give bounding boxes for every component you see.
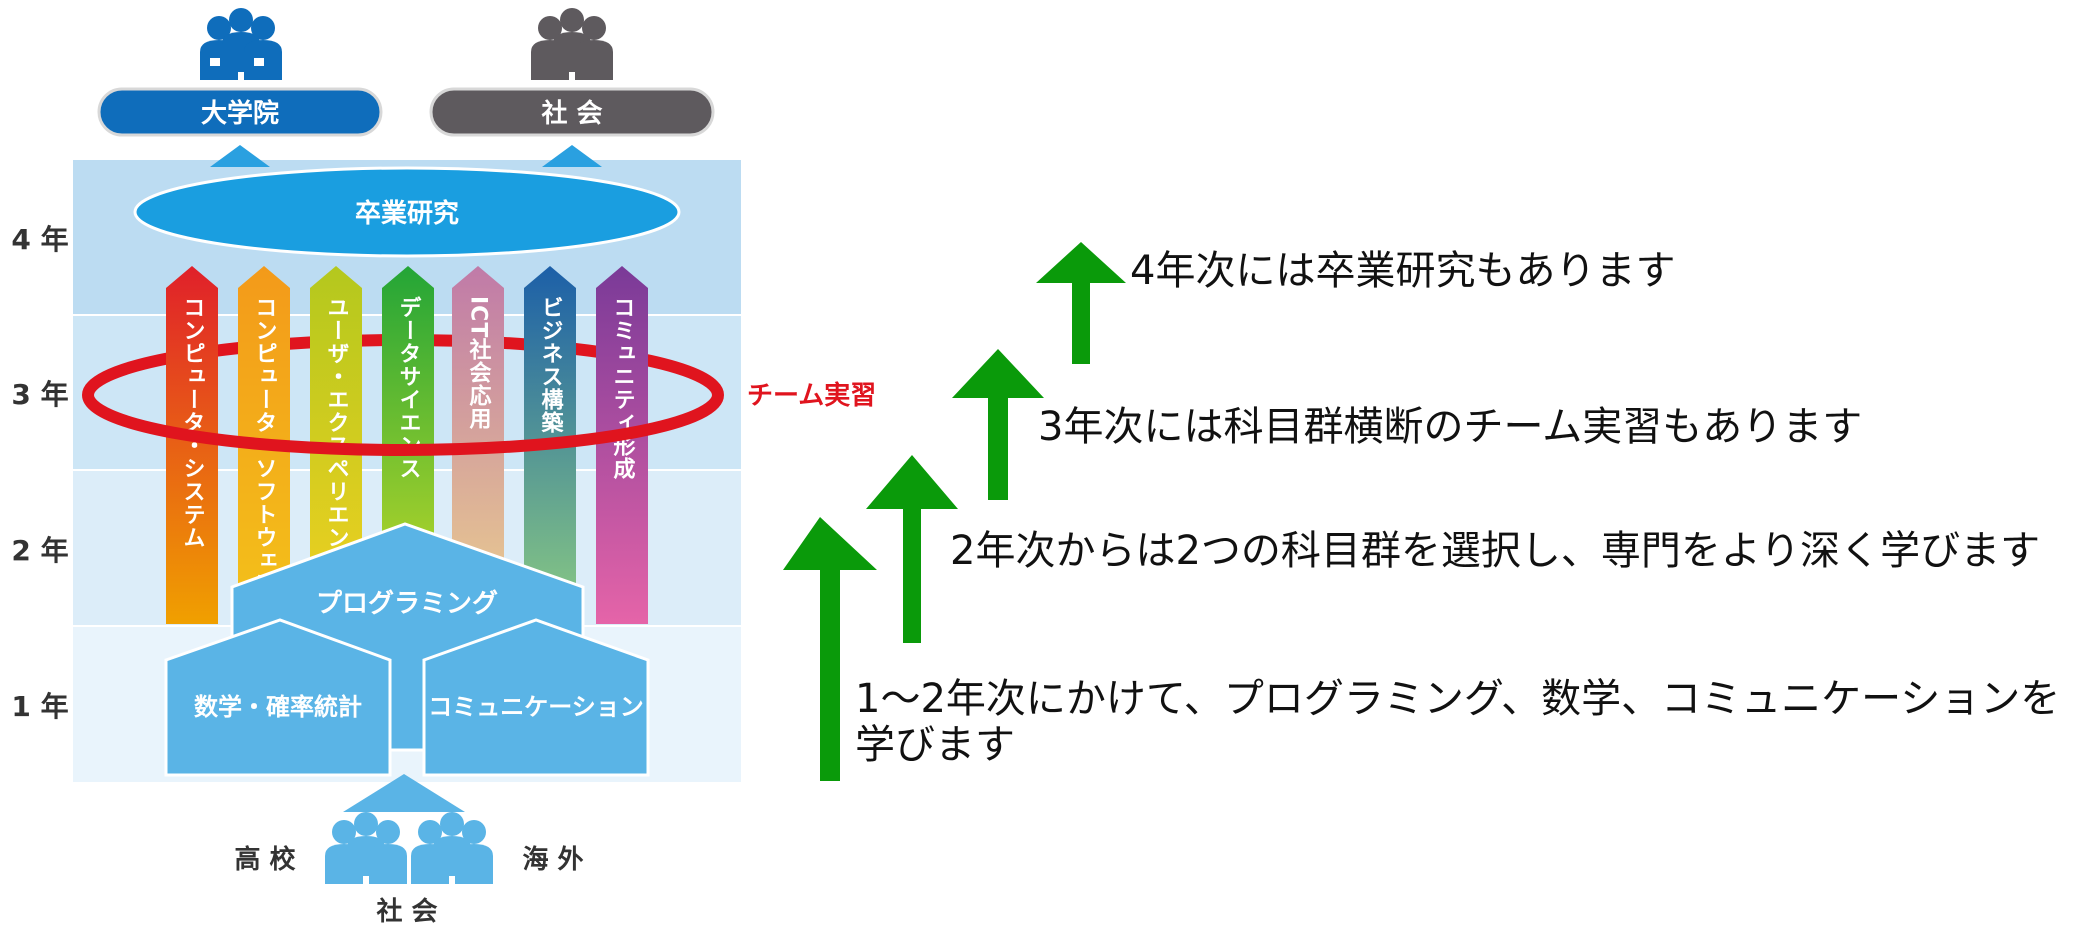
society-output-pill (429, 87, 715, 137)
people-icon-society-output (531, 8, 613, 80)
team-practice-ring-front (82, 394, 724, 456)
up-triangle-bottom (343, 774, 465, 812)
math-label: 数学・確率統計 (194, 693, 362, 721)
year-label-3: 3 年 (11, 378, 68, 411)
green-arrow-up-icon (952, 349, 1044, 500)
society-output-label: 社 会 (541, 98, 602, 129)
subject-group-label: コンピュータ・システム (180, 296, 205, 549)
input-high-school-label: 高 校 (234, 844, 296, 875)
communication-house (422, 618, 650, 777)
year-label-1: 1 年 (11, 690, 68, 723)
team-practice-label: チーム実習 (747, 380, 876, 411)
programming-label: プログラミング (316, 589, 498, 619)
graduation-research-ellipse (133, 166, 681, 258)
caption-year-4: 4年次には卒業研究もあります (1130, 248, 1676, 294)
communication-label: コミュニケーション (428, 693, 644, 721)
year-label-2: 2 年 (11, 534, 68, 567)
people-icon-graduate-school (200, 8, 282, 80)
input-society-label: 社 会 (376, 896, 437, 927)
graduate-school-pill (97, 87, 383, 137)
graduate-school-label: 大学院 (201, 98, 279, 129)
caption-year-2: 2年次からは2つの科目群を選択し、専門をより深く学びます (950, 528, 2041, 574)
green-arrow-up-icon (1036, 242, 1126, 364)
green-arrow-up-icon (783, 517, 877, 781)
input-overseas-label: 海 外 (522, 845, 583, 875)
caption-year-1: 1～2年次にかけて、プログラミング、数学、コミュニケーションを学びます (855, 676, 2061, 768)
caption-year-3: 3年次には科目群横断のチーム実習もあります (1038, 404, 1863, 450)
subject-group-column: コミュニティ形成 (596, 266, 648, 624)
up-triangle-left (210, 145, 270, 167)
green-arrow-up-icon (866, 455, 958, 643)
subject-group-column: コンピュータ・システム (166, 266, 218, 624)
subject-group-label: ユーザ・エクスペリエンス (324, 296, 350, 572)
math-house (164, 618, 392, 777)
up-triangle-right (542, 145, 602, 167)
year-label-4: 4 年 (11, 223, 68, 256)
people-icon-input-right (411, 812, 493, 884)
subject-group-label: ビジネス構築 (538, 296, 565, 434)
people-icon-input-left (325, 812, 407, 884)
subject-group-label: コミュニティ形成 (610, 296, 636, 480)
graduation-research-label: 卒業研究 (355, 198, 459, 229)
subject-group-label: ICT社会応用 (466, 296, 492, 431)
